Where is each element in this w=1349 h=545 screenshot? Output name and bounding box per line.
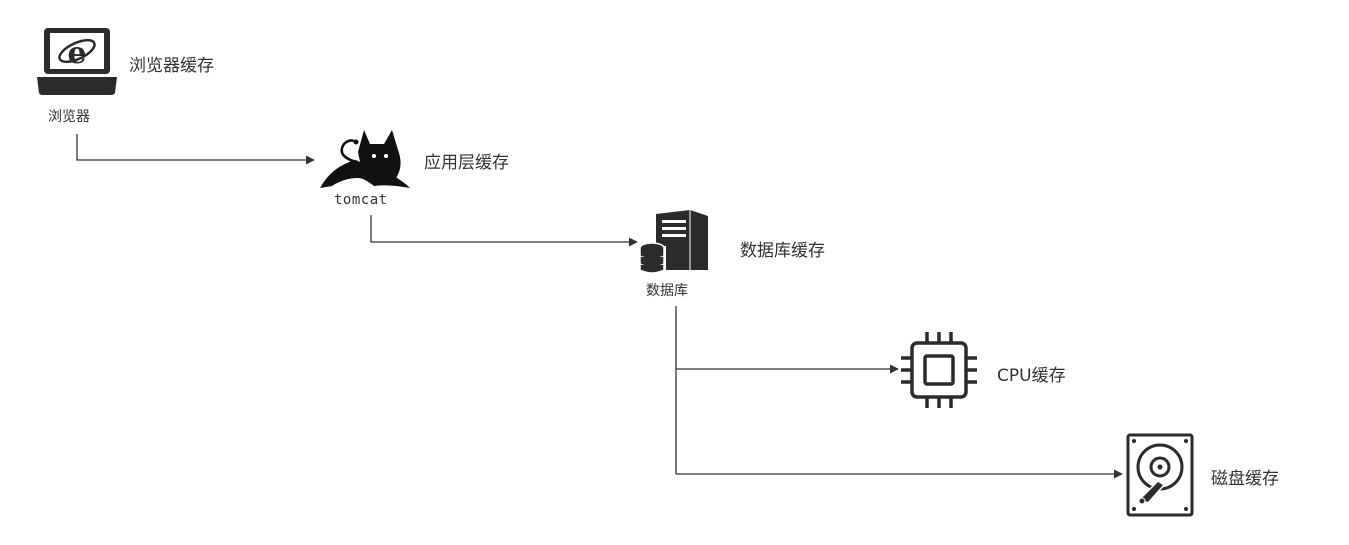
- database-cache-label: 数据库缓存: [740, 241, 825, 261]
- connector-tomcat-database: [370, 215, 638, 247]
- tomcat-label: tomcat: [334, 192, 388, 208]
- cpu-chip-icon: [901, 332, 977, 408]
- database-label: 数据库: [646, 283, 688, 299]
- tomcat-cache-label: 应用层缓存: [424, 153, 509, 173]
- hard-disk-icon: [1126, 433, 1194, 517]
- laptop-browser-icon: e: [37, 28, 117, 95]
- browser-cache-label: 浏览器缓存: [129, 56, 214, 76]
- database-server-icon: [639, 210, 708, 274]
- connector-browser-tomcat: [76, 134, 315, 165]
- cpu-cache-label: CPU缓存: [997, 366, 1066, 386]
- browser-label: 浏览器: [48, 109, 90, 125]
- tomcat-cat-icon: [320, 130, 410, 188]
- disk-cache-label: 磁盘缓存: [1211, 469, 1279, 489]
